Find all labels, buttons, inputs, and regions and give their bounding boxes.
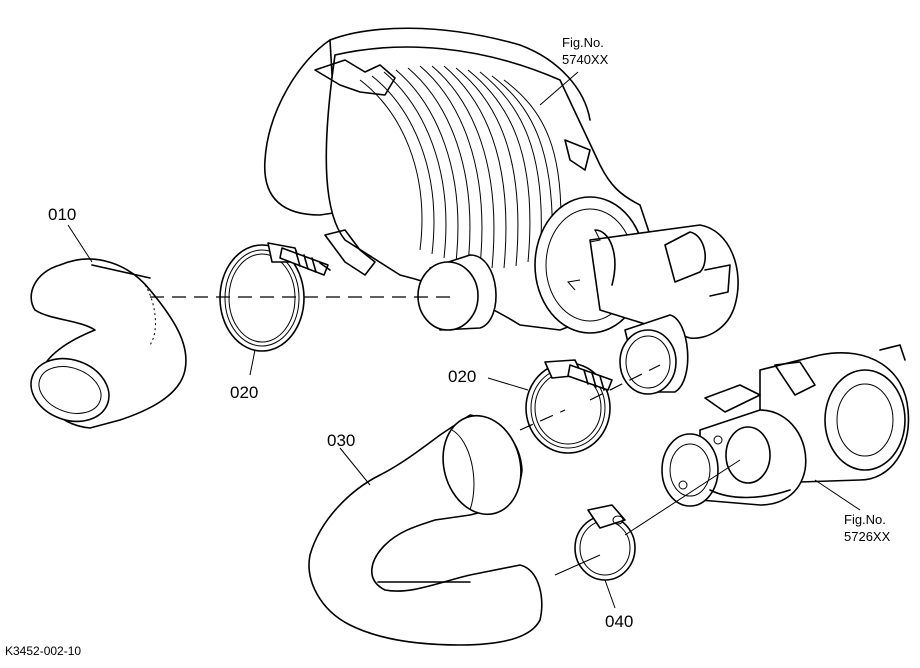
- hose-clamp-020-upper: [219, 242, 331, 352]
- part-number-040: 040: [605, 612, 633, 631]
- document-code: K3452-002-10: [5, 644, 81, 658]
- hose-elbow-010: [30, 258, 187, 429]
- fig-ref-air-cleaner-line1: Fig.No.: [562, 35, 604, 50]
- hose-clamp-040: [574, 504, 636, 581]
- assembly-centerlines: [150, 296, 741, 576]
- fig-ref-turbo-line1: Fig.No.: [844, 512, 886, 527]
- fig-ref-air-cleaner-line2: 5740XX: [562, 52, 609, 67]
- part-number-020-lower: 020: [448, 367, 476, 386]
- hose-clamp-020-lower: [525, 359, 613, 454]
- part-number-030: 030: [327, 431, 355, 450]
- part-number-010: 010: [48, 205, 76, 224]
- fig-ref-turbo-line2: 5726XX: [844, 529, 891, 544]
- turbocharger-assembly: [661, 344, 910, 507]
- leader-lines: [67, 71, 861, 609]
- hose-bent-030: [308, 414, 543, 646]
- part-number-020-upper: 020: [230, 383, 258, 402]
- air-cleaner-assembly: [264, 27, 739, 395]
